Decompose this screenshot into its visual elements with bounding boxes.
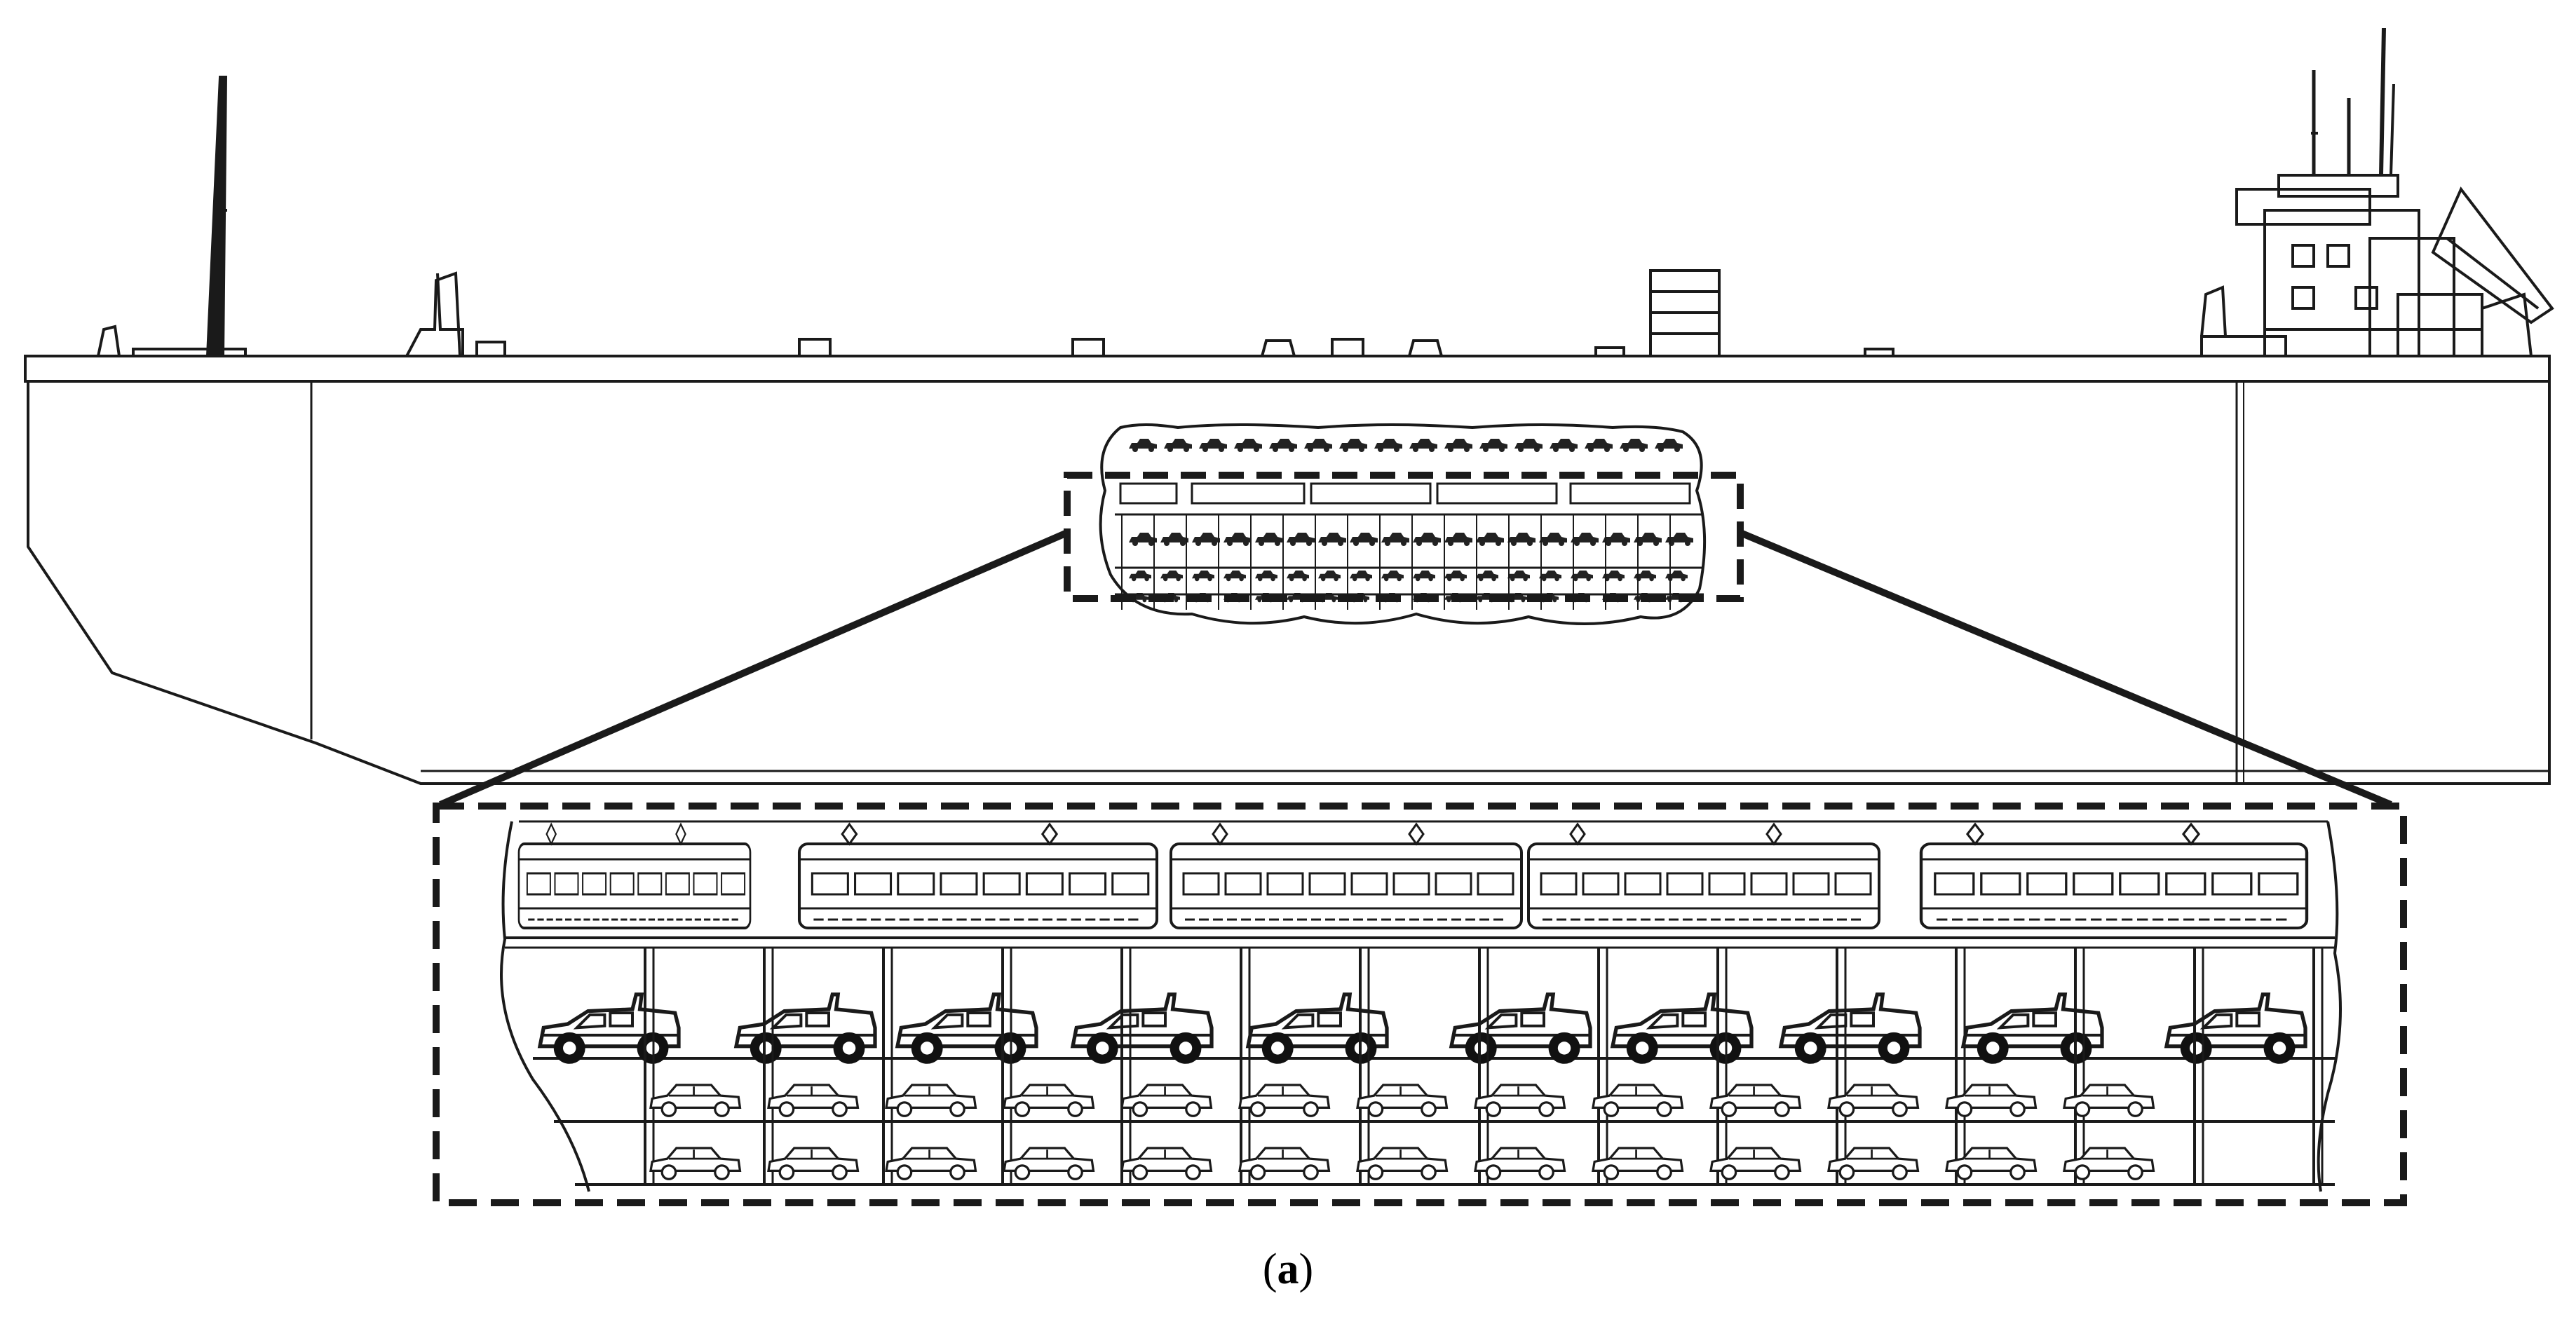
cargo-cloud — [1099, 423, 1707, 625]
detail-inset — [436, 806, 2404, 1203]
superstructure — [2200, 27, 2554, 357]
ship-hull — [24, 355, 2551, 785]
highlight-box — [1064, 472, 1744, 602]
figure-caption: (a) — [1262, 1245, 1314, 1293]
leader-line-right — [1739, 529, 2392, 808]
leader-line-left — [439, 529, 1069, 808]
caption-letter: a — [1277, 1245, 1299, 1293]
deck-equipment — [97, 76, 1894, 357]
detail-frame — [433, 803, 2407, 1206]
